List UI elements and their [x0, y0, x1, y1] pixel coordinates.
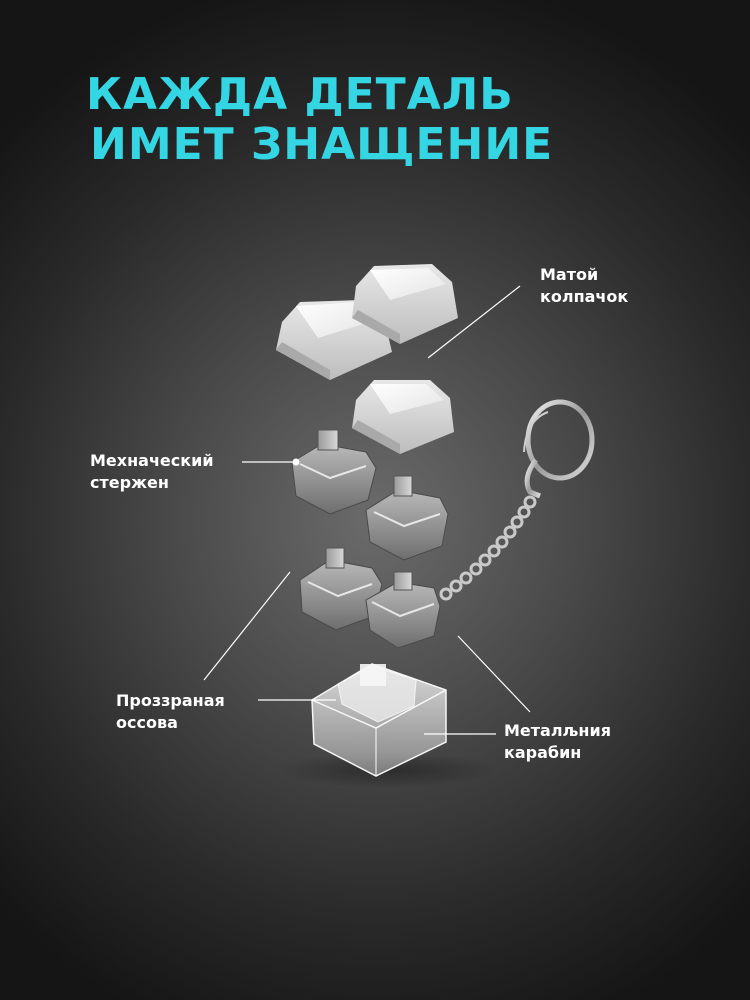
keycap-middle [352, 380, 454, 454]
leader-lines [203, 285, 531, 735]
label-carabiner-line-2: карабин [504, 743, 582, 762]
label-base: Проззраная оссова [116, 690, 225, 734]
label-switch: Мехначеский стержен [90, 450, 214, 494]
keycap-right [352, 264, 458, 344]
keychain-chain [439, 495, 537, 601]
page-title: КАЖДА ДЕТАЛЬ ИМЕТ ЗНАЩЕНИЕ [86, 70, 553, 170]
label-keycap-line-2: колпачок [540, 287, 629, 306]
label-keycap-line-1: Матой [540, 265, 599, 284]
switch-4 [365, 571, 441, 649]
leader-carabiner [457, 635, 531, 713]
label-base-line-2: оссова [116, 713, 178, 732]
label-switch-line-1: Мехначеский [90, 451, 214, 470]
title-line-2: ИМЕТ ЗНАЩЕНИЕ [90, 119, 554, 170]
switch-1 [291, 429, 377, 515]
label-carabiner-line-1: Металљния [504, 721, 611, 740]
label-keycap: Матой колпачок [540, 264, 628, 308]
leader-base [203, 571, 291, 681]
transparent-base [311, 663, 447, 777]
switch-2 [365, 475, 449, 561]
carabiner-keyring [439, 399, 595, 601]
leader-keycap [427, 285, 521, 359]
label-base-line-1: Проззраная [116, 691, 225, 710]
switch-3 [299, 547, 383, 631]
title-line-1: КАЖДА ДЕТАЛЬ [86, 69, 514, 120]
label-carabiner: Металљния карабин [504, 720, 611, 764]
label-switch-line-2: стержен [90, 473, 169, 492]
